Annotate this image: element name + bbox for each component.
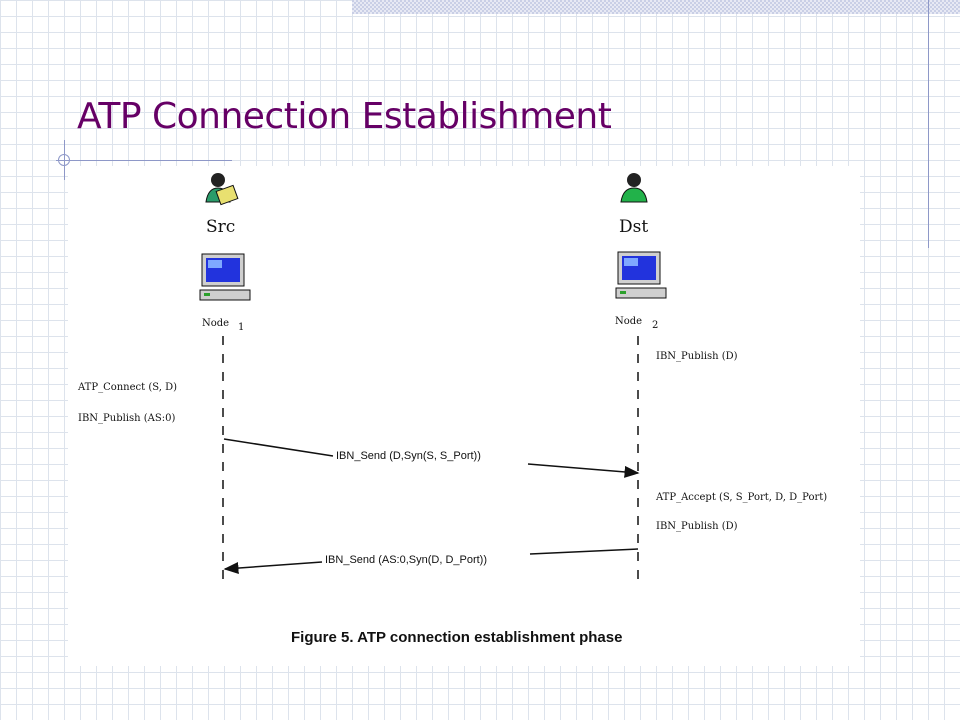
slide-title: ATP Connection Establishment xyxy=(77,96,612,137)
dst-accept-annotation: ATP_Accept (S, S_Port, D, D_Port) xyxy=(655,492,827,503)
dst-publish-2-annotation: IBN_Publish (D) xyxy=(656,521,738,532)
dst-label: Dst xyxy=(619,217,648,237)
dst-node-label: Node xyxy=(615,316,642,327)
message-1-label: IBN_Send (D,Syn(S, S_Port)) xyxy=(336,450,481,462)
message-arrow-2 xyxy=(223,548,639,575)
src-user-icon xyxy=(205,173,239,206)
message-2-label: IBN_Send (AS:0,Syn(D, D_Port)) xyxy=(325,554,487,566)
title-circle-ornament xyxy=(58,154,70,166)
sequence-diagram-figure: Src Dst Node 1 Node 2 xyxy=(68,166,860,666)
src-connect-annotation: ATP_Connect (S, D) xyxy=(77,382,177,393)
dst-user-icon xyxy=(620,173,648,203)
src-label: Src xyxy=(206,217,235,237)
figure-caption: Figure 5. ATP connection establishment p… xyxy=(291,629,622,646)
src-computer-icon xyxy=(199,253,251,301)
top-decorative-bar xyxy=(352,0,960,14)
right-decorative-line xyxy=(928,0,929,248)
src-node-number: 1 xyxy=(238,322,244,333)
dst-node-number: 2 xyxy=(652,320,658,331)
src-publish-annotation: IBN_Publish (AS:0) xyxy=(78,413,175,424)
message-arrow-1 xyxy=(223,438,640,478)
title-underline xyxy=(56,160,232,161)
src-node-label: Node xyxy=(202,318,229,329)
sequence-diagram: Src Dst Node 1 Node 2 xyxy=(77,173,827,646)
dst-computer-icon xyxy=(615,251,667,299)
dst-publish-annotation: IBN_Publish (D) xyxy=(656,351,738,362)
